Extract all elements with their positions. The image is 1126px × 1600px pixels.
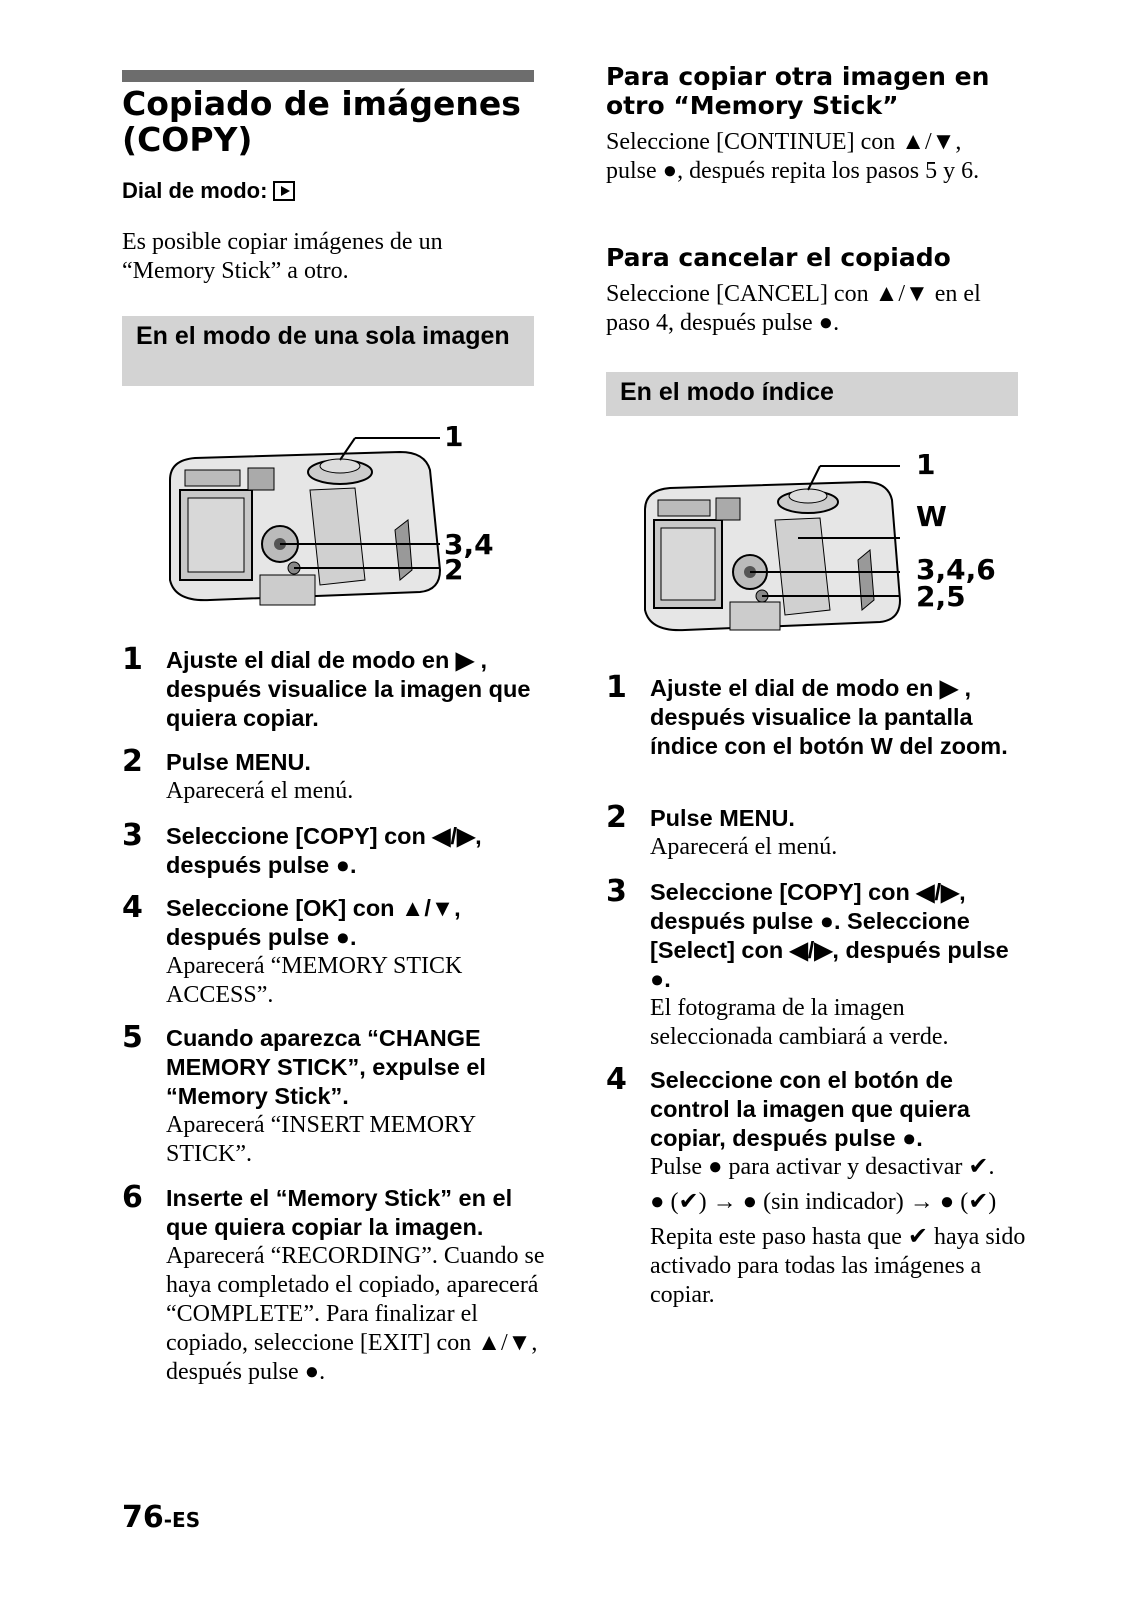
callout-1: 1 bbox=[444, 420, 464, 453]
text-cancel: Seleccione [CANCEL] con ▲/▼ en el paso 4… bbox=[606, 281, 981, 336]
page-number: 76-ES bbox=[122, 1500, 200, 1535]
section-header-index: En el modo índice bbox=[606, 372, 1018, 416]
callout-2: 2 bbox=[444, 553, 464, 586]
text-copy-another: Seleccione [CONTINUE] con ▲/▼, pulse ●, … bbox=[606, 129, 980, 184]
callout-3-4-6: 3,4,6 bbox=[916, 553, 996, 586]
camera-illustration-index bbox=[644, 465, 902, 632]
check-toggle-sequence: ● (✔) → ● (sin indicador) → ● (✔) bbox=[650, 1189, 997, 1215]
right-step-4: 4 Seleccione con el botón de control la … bbox=[606, 1062, 1030, 1310]
repeat-note: Repita este paso hasta que ✔ haya sido a… bbox=[650, 1224, 1026, 1308]
left-step-5: 5 Cuando aparezca “CHANGE MEMORY STICK”,… bbox=[122, 1020, 486, 1167]
page-suffix: -ES bbox=[163, 1508, 201, 1532]
page-title: Copiado de imágenes (COPY) bbox=[122, 84, 521, 159]
callout-w: W bbox=[916, 500, 947, 533]
section-header-single: En el modo de una sola imagen bbox=[122, 316, 534, 386]
page-number-value: 76 bbox=[122, 1500, 164, 1535]
heading-cancel: Para cancelar el copiado bbox=[606, 243, 951, 272]
left-step-4: 4 Seleccione [OK] con ▲/▼, después pulse… bbox=[122, 890, 463, 1008]
left-step-1: 1 Ajuste el dial de modo en ▶ , después … bbox=[122, 642, 531, 731]
left-step-3: 3 Seleccione [COPY] con ◀/▶, después pul… bbox=[122, 818, 482, 878]
intro-text: Es posible copiar imágenes de un “Memory… bbox=[122, 229, 443, 284]
left-step-2: 2 Pulse MENU. Aparecerá el menú. bbox=[122, 744, 354, 804]
heading-copy-another: Para copiar otra imagen en otro “Memory … bbox=[606, 62, 990, 120]
title-rule bbox=[122, 70, 534, 82]
callout-1-index: 1 bbox=[916, 448, 936, 481]
right-step-1: 1 Ajuste el dial de modo en ▶ , después … bbox=[606, 670, 1008, 759]
right-step-3: 3 Seleccione [COPY] con ◀/▶, después pul… bbox=[606, 874, 1009, 1050]
callout-2-5: 2,5 bbox=[916, 580, 966, 613]
camera-illustration-single bbox=[169, 437, 442, 606]
callout-3-4: 3,4 bbox=[444, 528, 494, 561]
left-step-6: 6 Inserte el “Memory Stick” en el que qu… bbox=[122, 1180, 545, 1385]
playback-icon bbox=[273, 181, 296, 201]
right-step-2: 2 Pulse MENU. Aparecerá el menú. bbox=[606, 800, 838, 860]
mode-dial-label: Dial de modo: bbox=[122, 178, 296, 204]
mode-dial-text: Dial de modo: bbox=[122, 178, 268, 203]
